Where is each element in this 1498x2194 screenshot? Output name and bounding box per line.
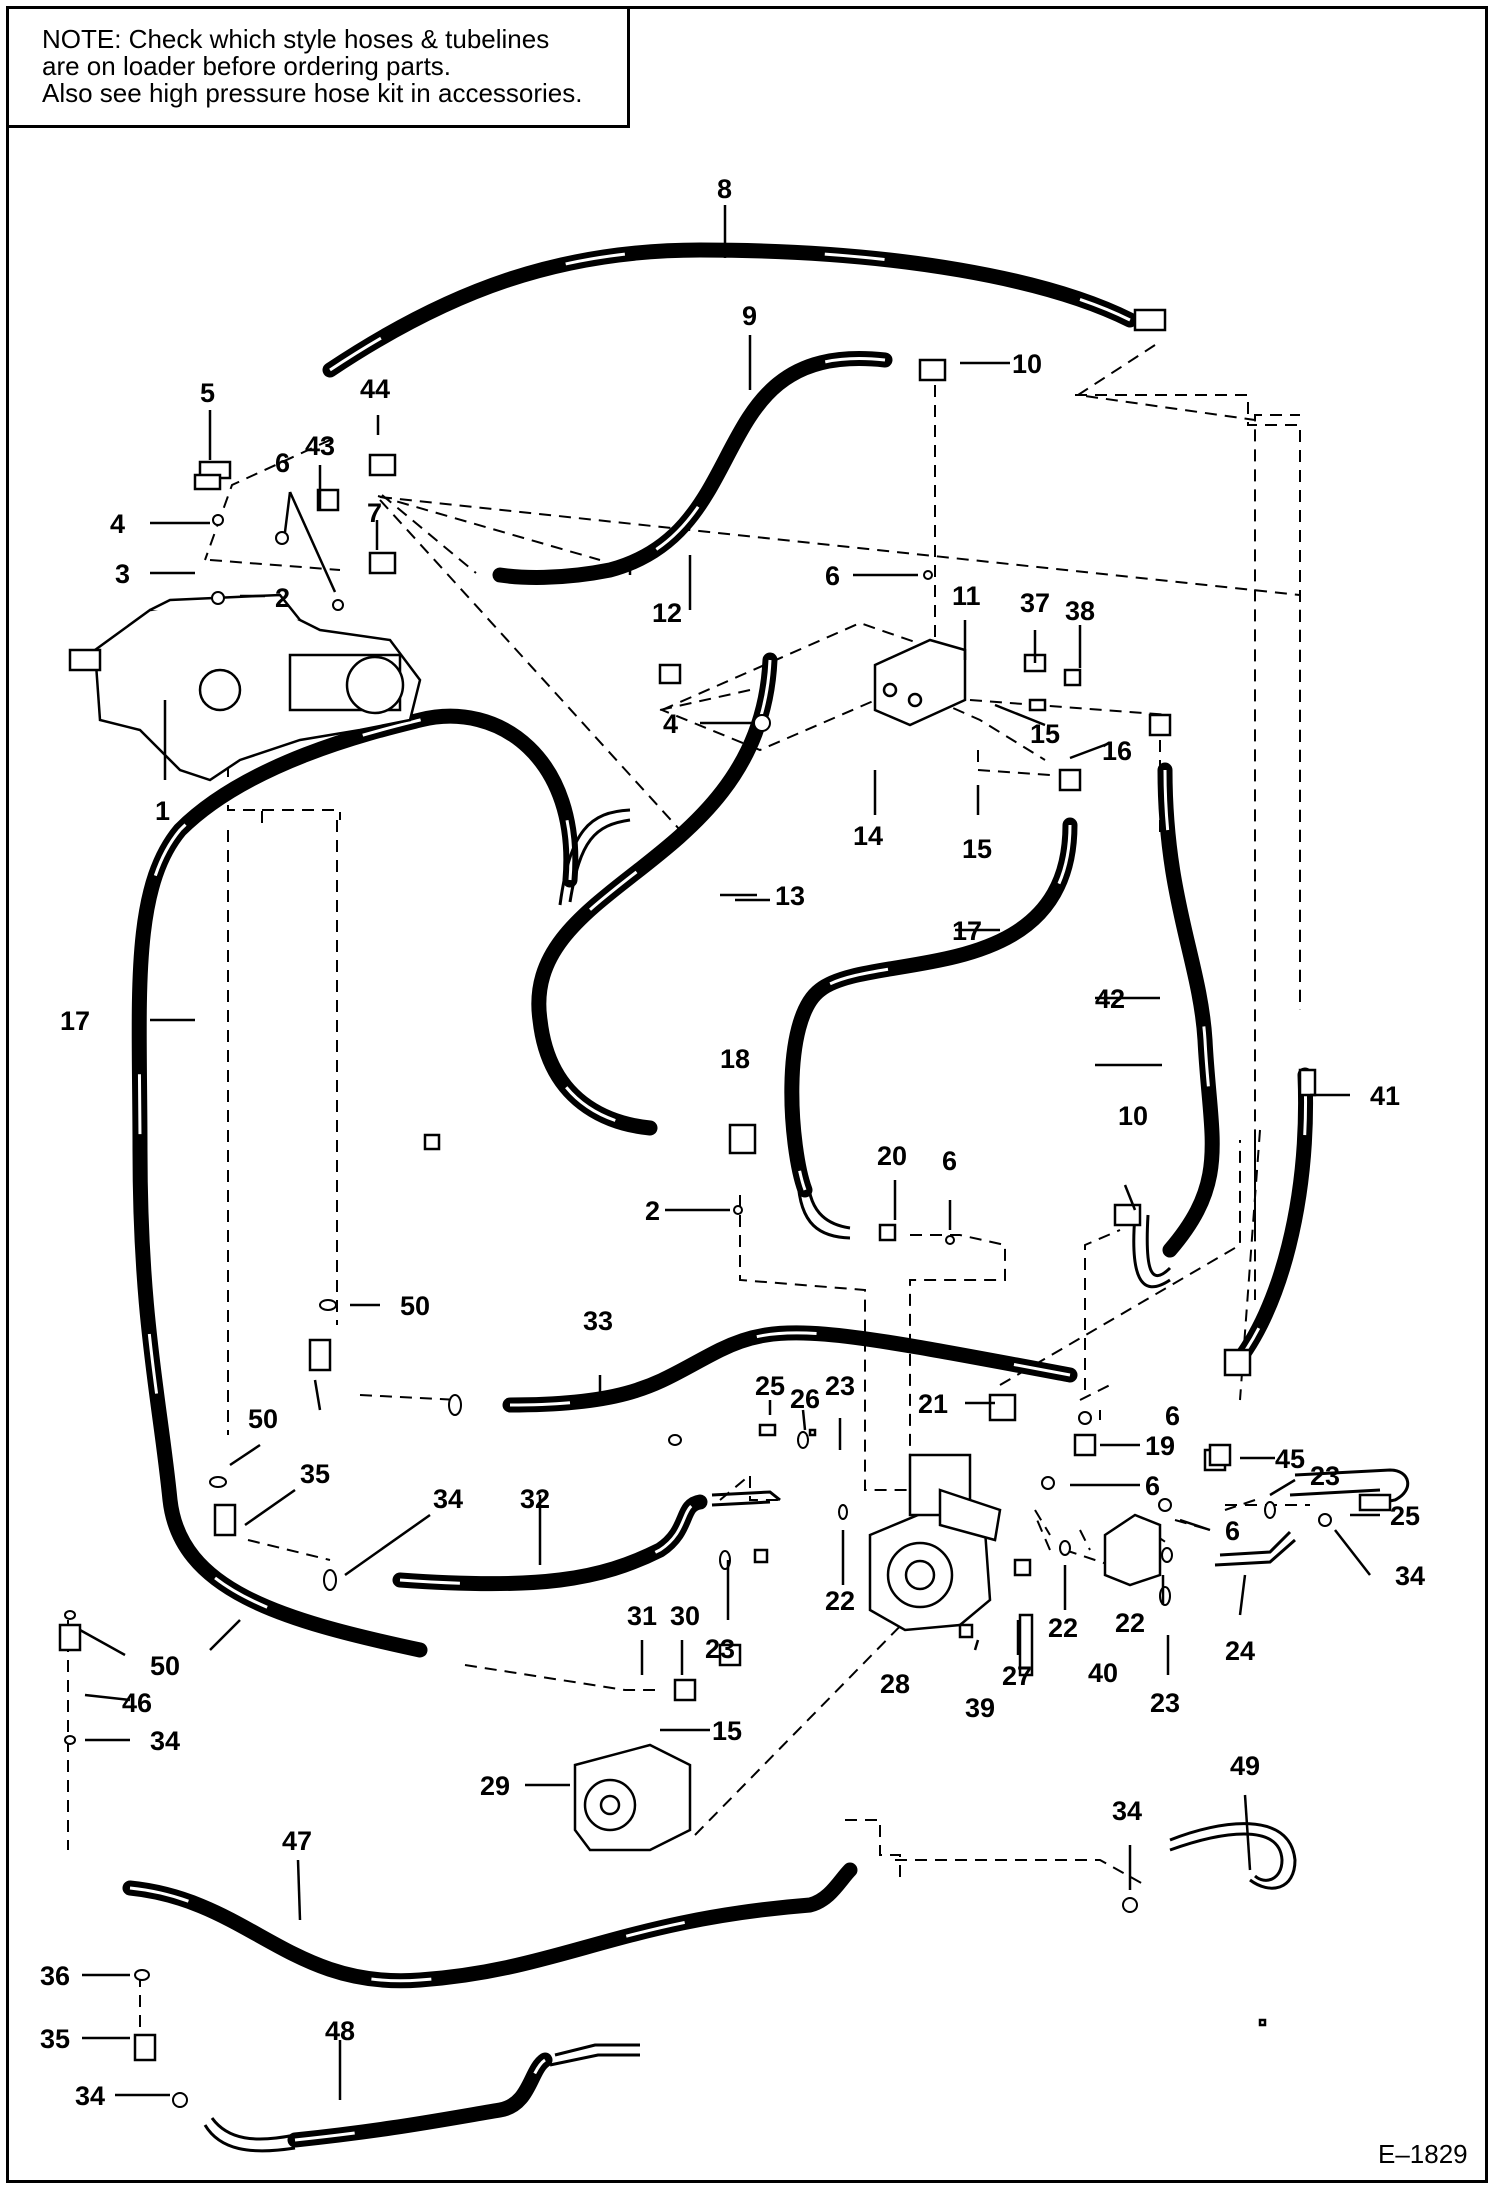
callout-2: 2 — [275, 583, 290, 613]
callout-34: 34 — [433, 1484, 463, 1514]
callout-36: 36 — [40, 1961, 70, 1991]
callout-46: 46 — [122, 1688, 152, 1718]
callout-5: 5 — [200, 378, 215, 408]
callout-4: 4 — [110, 509, 125, 539]
callout-15: 15 — [962, 834, 992, 864]
callout-13: 13 — [775, 881, 805, 911]
callout-23: 23 — [825, 1371, 855, 1401]
callout-33: 33 — [583, 1306, 613, 1336]
callout-20: 20 — [877, 1141, 907, 1171]
callout-50: 50 — [150, 1651, 180, 1681]
callout-35: 35 — [40, 2024, 70, 2054]
callout-10: 10 — [1012, 349, 1042, 379]
callout-25: 25 — [755, 1371, 785, 1401]
callout-49: 49 — [1230, 1751, 1260, 1781]
callout-18: 18 — [720, 1044, 750, 1074]
callout-31: 31 — [627, 1601, 657, 1631]
callout-43: 43 — [305, 431, 335, 461]
callout-1: 1 — [155, 796, 170, 826]
callout-23: 23 — [1150, 1688, 1180, 1718]
callout-8: 8 — [717, 174, 732, 204]
diagram-border — [6, 6, 1488, 2183]
callout-34: 34 — [75, 2081, 105, 2111]
callout-6: 6 — [1145, 1471, 1160, 1501]
callout-45: 45 — [1275, 1444, 1305, 1474]
note-line: Also see high pressure hose kit in acces… — [42, 78, 583, 108]
callout-25: 25 — [1390, 1501, 1420, 1531]
callout-23: 23 — [705, 1634, 735, 1664]
hydraulic-pump — [868, 1453, 1002, 1632]
components — [58, 308, 1392, 2108]
callout-40: 40 — [1088, 1658, 1118, 1688]
callout-22: 22 — [1048, 1613, 1078, 1643]
callout-48: 48 — [325, 2016, 355, 2046]
hoses — [122, 242, 1314, 2148]
callout-44: 44 — [360, 374, 390, 404]
callout-19: 19 — [1145, 1431, 1175, 1461]
callout-12: 12 — [652, 598, 682, 628]
callout-28: 28 — [880, 1669, 910, 1699]
injection-pump — [68, 593, 422, 782]
callout-42: 42 — [1095, 984, 1125, 1014]
callout-4: 4 — [663, 709, 678, 739]
callout-39: 39 — [965, 1693, 995, 1723]
callout-50: 50 — [400, 1291, 430, 1321]
callout-6: 6 — [825, 561, 840, 591]
callout-6: 6 — [1165, 1401, 1180, 1431]
dashed-connection-lines — [67, 344, 1310, 2040]
callout-6: 6 — [275, 448, 290, 478]
gear-pump — [573, 1743, 692, 1852]
callout-15: 15 — [1030, 719, 1060, 749]
callout-27: 27 — [1002, 1661, 1032, 1691]
callout-26: 26 — [790, 1384, 820, 1414]
callout-17: 17 — [952, 916, 982, 946]
callout-47: 47 — [282, 1826, 312, 1856]
callout-16: 16 — [1102, 736, 1132, 766]
callout-37: 37 — [1020, 588, 1050, 618]
callout-35: 35 — [300, 1459, 330, 1489]
fittings — [58, 308, 1392, 2062]
note-line: are on loader before ordering parts. — [42, 51, 452, 81]
valve-block — [873, 638, 967, 727]
callout-2: 2 — [645, 1196, 660, 1226]
leader-lines — [79, 205, 1380, 2100]
callout-41: 41 — [1370, 1081, 1400, 1111]
callout-6: 6 — [1225, 1516, 1240, 1546]
callout-32: 32 — [520, 1484, 550, 1514]
callout-labels: 1 2 3 4 5 6 7 8 9 10 43 44 12 4 6 11 37 … — [40, 174, 1425, 2111]
callout-50: 50 — [248, 1404, 278, 1434]
callout-7: 7 — [367, 498, 382, 528]
callout-11: 11 — [952, 581, 981, 611]
callout-10: 10 — [1118, 1101, 1148, 1131]
manifold-plate — [1103, 1513, 1162, 1587]
callout-6: 6 — [942, 1146, 957, 1176]
callout-14: 14 — [853, 821, 883, 851]
callout-24: 24 — [1225, 1636, 1255, 1666]
callout-34: 34 — [150, 1726, 180, 1756]
callout-38: 38 — [1065, 596, 1095, 626]
callout-22: 22 — [825, 1586, 855, 1616]
tubelines — [203, 808, 1409, 2153]
callout-34: 34 — [1112, 1796, 1142, 1826]
callout-9: 9 — [742, 301, 757, 331]
note-box: NOTE: Check which style hoses & tubeline… — [6, 6, 630, 128]
callout-15: 15 — [712, 1716, 742, 1746]
callout-3: 3 — [115, 559, 130, 589]
callout-23: 23 — [1310, 1461, 1340, 1491]
callout-29: 29 — [480, 1771, 510, 1801]
callout-17: 17 — [60, 1006, 90, 1036]
note-line: NOTE: Check which style hoses & tubeline… — [42, 24, 550, 54]
callout-30: 30 — [670, 1601, 700, 1631]
o-rings — [64, 514, 1332, 2108]
callout-34: 34 — [1395, 1561, 1425, 1591]
callout-21: 21 — [918, 1389, 948, 1419]
figure-id: E–1829 — [1378, 2139, 1468, 2169]
callout-22: 22 — [1115, 1608, 1145, 1638]
